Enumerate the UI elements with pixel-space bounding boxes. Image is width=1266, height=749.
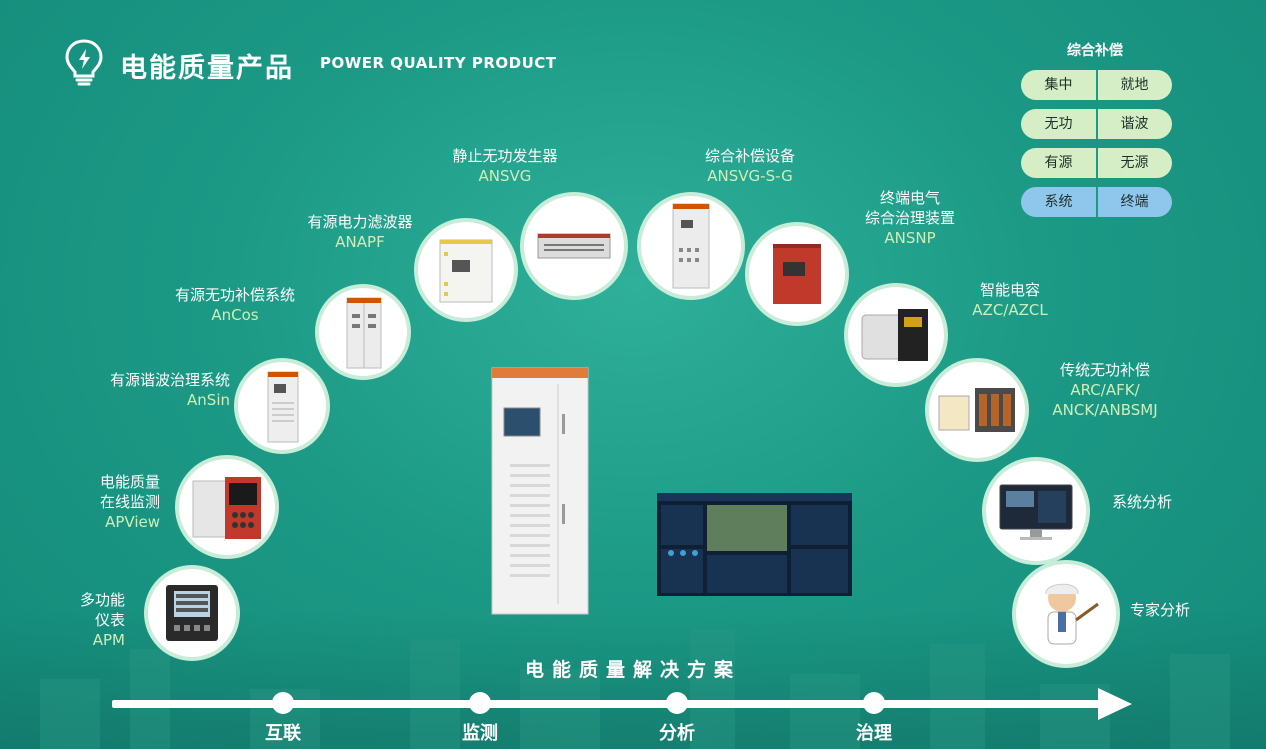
- wallmount-device-image: [773, 244, 821, 304]
- meter-device-image: [166, 585, 218, 641]
- product-circle-ansin: [234, 358, 330, 454]
- timeline-dot: [272, 692, 294, 714]
- timeline-dot: [863, 692, 885, 714]
- stage-label-analyze: 分析: [659, 723, 695, 744]
- product-circle-ansvg-s-g: [637, 192, 745, 300]
- product-circle-arc: [925, 358, 1029, 462]
- monitor-screen-image: [999, 484, 1073, 540]
- comp-pill-left: 有源: [1044, 155, 1073, 171]
- product-circle-system-analysis: [982, 457, 1090, 565]
- cabinet-device-image: [672, 203, 710, 289]
- timeline-dot: [666, 692, 688, 714]
- product-circle-azc: [844, 283, 948, 387]
- product-circle-apview: [175, 455, 279, 559]
- product-label-ansin: 有源谐波治理系统 AnSin: [109, 371, 230, 409]
- timeline-axis: [112, 700, 1102, 708]
- product-label-apm: 多功能 仪表 APM: [79, 591, 125, 649]
- solution-title: 电能质量解决方案: [524, 659, 741, 681]
- dashboard-screen-image: [657, 493, 852, 596]
- cabinet-device-image: [267, 371, 299, 443]
- product-label-ansnp: 终端电气 综合治理装置 ANSNP: [864, 189, 955, 247]
- main-cabinet-image: [491, 367, 589, 615]
- page-title: 电能质量产品: [120, 53, 294, 84]
- reactor-device-image: [938, 388, 1015, 432]
- stage-label-govern: 治理: [856, 723, 892, 744]
- product-circle-ansnp: [745, 222, 849, 326]
- product-label-arc: 传统无功补偿 ARC/AFK/ ANCK/ANBSMJ: [1052, 361, 1158, 419]
- product-circle-ansvg: [520, 192, 628, 300]
- comp-pill-left: 无功: [1044, 116, 1073, 132]
- comp-pill: 系统 终端: [1021, 187, 1172, 217]
- product-label-expert-analysis: 专家分析: [1129, 601, 1190, 619]
- comprehensive-title: 综合补偿: [1067, 43, 1123, 59]
- comp-pill-right: 无源: [1120, 155, 1149, 171]
- rack-device-image: [537, 233, 611, 259]
- page-subtitle: POWER QUALITY PRODUCT: [320, 54, 557, 72]
- capacitor-device-image: [861, 309, 928, 361]
- lightbulb-icon: [65, 39, 103, 86]
- product-circle-apm: [144, 565, 240, 661]
- product-label-ansvg-s-g: 综合补偿设备 ANSVG-S-G: [704, 147, 795, 185]
- product-label-apview: 电能质量 在线监测 APView: [99, 473, 160, 531]
- comp-pill-right: 就地: [1120, 77, 1149, 93]
- product-circle-anapf: [414, 218, 518, 322]
- product-label-anapf: 有源电力滤波器 ANAPF: [307, 213, 413, 251]
- comp-pill: 有源 无源: [1021, 148, 1172, 178]
- comp-pill-right: 谐波: [1120, 116, 1149, 132]
- comp-pill-left: 系统: [1044, 194, 1073, 210]
- comp-pill: 集中 就地: [1021, 70, 1172, 100]
- comp-pill-left: 集中: [1044, 77, 1073, 93]
- wallmount-device-image: [439, 239, 493, 303]
- product-label-system-analysis: 系统分析: [1111, 493, 1172, 511]
- product-circle-ancos: [315, 284, 411, 380]
- product-label-ancos: 有源无功补偿系统 AnCos: [174, 286, 295, 324]
- comp-pill: 无功 谐波: [1021, 109, 1172, 139]
- monitor-device-image: [192, 477, 261, 539]
- expert-figure-image: [1045, 583, 1099, 645]
- product-label-ansvg: 静止无功发生器 ANSVG: [452, 147, 558, 185]
- cabinet-device-image: [346, 297, 382, 369]
- product-label-azc: 智能电容 AZC/AZCL: [972, 281, 1048, 319]
- timeline-dot: [469, 692, 491, 714]
- comp-pill-right: 终端: [1120, 194, 1149, 210]
- arrow-right-icon: [1098, 688, 1132, 720]
- stage-label-monitor: 监测: [462, 723, 498, 744]
- product-circle-expert-analysis: [1012, 560, 1120, 668]
- stage-label-interconnect: 互联: [265, 723, 301, 744]
